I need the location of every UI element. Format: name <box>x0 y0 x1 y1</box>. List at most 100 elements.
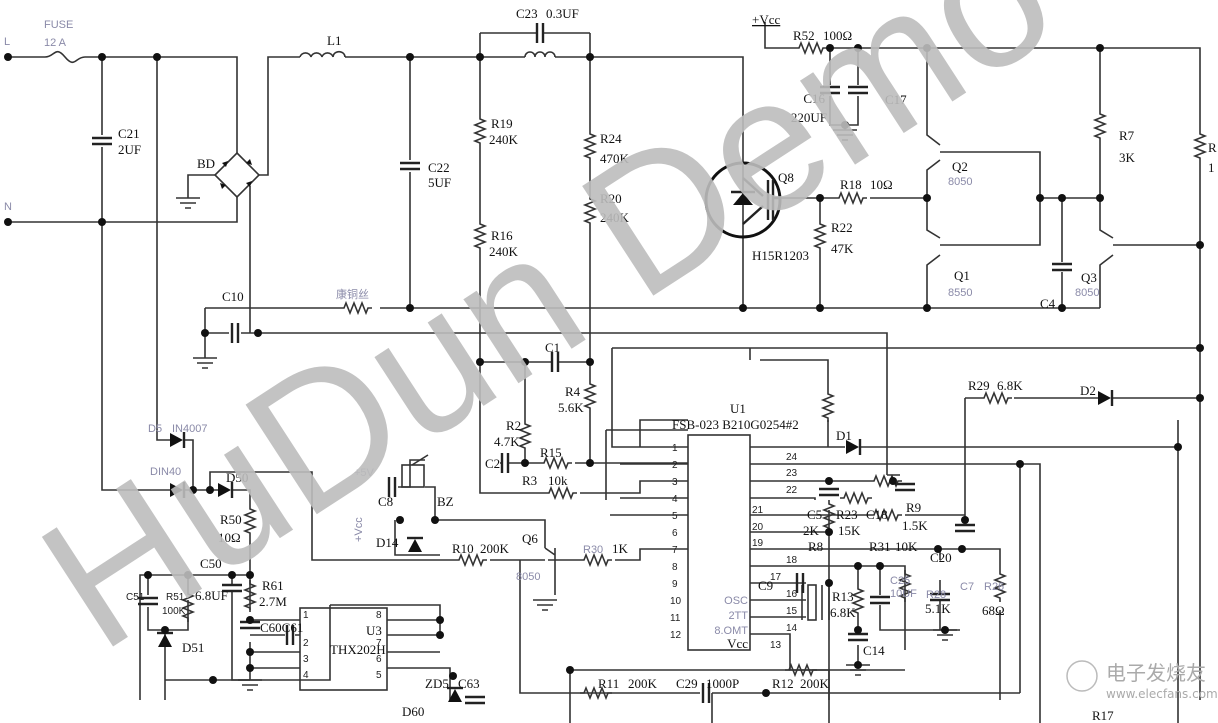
inductor-l1 <box>299 50 346 58</box>
r51-label: R51 <box>166 592 185 603</box>
bd-label: BD <box>197 156 215 171</box>
r18-value: 10Ω <box>870 177 893 192</box>
c60c61-label: C60C61 <box>260 620 303 635</box>
u1-pin: 7 <box>672 545 678 556</box>
r13-value: 6.8K <box>830 605 856 620</box>
igbt-q8 <box>704 161 782 239</box>
r3-value: 10k <box>548 473 568 488</box>
terminal-n: N <box>4 201 12 213</box>
r8-value: 2K <box>803 523 820 538</box>
u1-label: U1 <box>730 401 746 416</box>
u3-pin: 4 <box>303 670 309 681</box>
d60-label: D60 <box>402 704 424 719</box>
c1-label: C1 <box>545 340 560 355</box>
vcc-side-label: +Vcc <box>353 517 365 542</box>
u1-pin: 22 <box>786 485 798 496</box>
u3-pin: 5 <box>376 670 382 681</box>
u1-pin: 12 <box>670 630 682 641</box>
u1-value: FSB-023 B210G0254#2 <box>672 417 799 432</box>
d14-label: D14 <box>376 535 399 550</box>
d1-label: D1 <box>836 428 852 443</box>
c63-label: C63 <box>458 676 480 691</box>
u1-pin: 9 <box>672 579 678 590</box>
c29-value: 1000P <box>706 676 739 691</box>
r28-label: R28 <box>926 589 946 601</box>
d5-label: D5 <box>148 423 162 435</box>
c22-label: C22 <box>428 160 450 175</box>
c10-label: C10 <box>222 289 244 304</box>
u1-pin: 8 <box>672 562 678 573</box>
r52-label: R52 <box>793 28 815 43</box>
r12-label: R12 <box>772 676 794 691</box>
u1-inner-label: OSC <box>724 595 748 607</box>
u3-pin: 7 <box>376 638 382 649</box>
q2-label: Q2 <box>952 159 968 174</box>
r-edge-value: 1 <box>1208 160 1215 175</box>
r10-value: 200K <box>480 541 510 556</box>
r13-label: R13 <box>832 589 854 604</box>
r2-value: 4.7K <box>494 434 520 449</box>
r11-value: 200K <box>628 676 658 691</box>
r4-value: 5.6K <box>558 400 584 415</box>
r15-label: R15 <box>540 445 562 460</box>
vcc-5v-label: +5V <box>354 467 375 479</box>
fuse-value: 12 A <box>44 37 67 49</box>
r31-label: R31 <box>869 539 891 554</box>
u1-pin: 5 <box>672 511 678 522</box>
r50-label: R50 <box>220 512 242 527</box>
u3-pin: 1 <box>303 610 309 621</box>
r2-label: R2 <box>506 418 521 433</box>
r22-label: R22 <box>831 220 853 235</box>
buzzer-bz <box>401 454 429 488</box>
r26-value: 68Ω <box>982 603 1005 618</box>
c14-label: C14 <box>863 643 885 658</box>
u1-chip-body <box>687 434 751 651</box>
u3-pin: 2 <box>303 638 309 649</box>
q3-label: Q3 <box>1081 270 1097 285</box>
logo-url: www.elecfans.com <box>1106 687 1218 701</box>
d5-value: IN4007 <box>172 423 207 435</box>
elecfans-logo: 电子发烧友 www.elecfans.com <box>1066 660 1218 701</box>
q6-value: 8050 <box>516 571 540 583</box>
r12-value: 200K <box>800 676 830 691</box>
r61-value: 2.7M <box>259 594 287 609</box>
r28-value: 5.1K <box>925 601 951 616</box>
bz-label: BZ <box>437 494 454 509</box>
u1-pin: 13 <box>770 640 782 651</box>
u1-pin: 2 <box>672 460 678 471</box>
r30-label: R30 <box>583 544 603 556</box>
r23-value: 15K <box>838 523 861 538</box>
u1-pin: 11 <box>670 613 681 624</box>
u3-chip-body <box>299 607 388 691</box>
q2-value: 8050 <box>948 176 972 188</box>
terminal-l: L <box>4 36 10 48</box>
c7-label: C7 <box>960 581 974 593</box>
u1-pin: 4 <box>672 494 678 505</box>
u1-pin: 19 <box>752 538 764 549</box>
u1-pin: 21 <box>752 505 764 516</box>
u3-pin: 6 <box>376 654 382 665</box>
d51-label: D51 <box>182 640 204 655</box>
r18-label: R18 <box>840 177 862 192</box>
u3-value: THX202H <box>330 642 386 657</box>
q6-label: Q6 <box>522 531 538 546</box>
shunt-label: 康铜丝 <box>336 287 369 301</box>
u3-pin: 8 <box>376 610 382 621</box>
c17-label: C17 <box>885 92 907 107</box>
r31-value: 10K <box>895 539 918 554</box>
c4-label: C4 <box>1040 296 1056 311</box>
u1-pin: 3 <box>672 477 678 488</box>
c25-label: C25 <box>890 575 910 587</box>
u1-pin: 20 <box>752 522 764 533</box>
q8-value: H15R1203 <box>752 248 809 263</box>
u3-pin-numbers: 1 2 3 4 8 7 6 5 <box>303 610 382 681</box>
wires <box>8 22 1201 723</box>
c8-label: C8 <box>378 494 393 509</box>
r29-value: 6.8K <box>997 378 1023 393</box>
c20-label: C20 <box>930 550 952 565</box>
u1-pin: 18 <box>786 555 798 566</box>
c21-label: C21 <box>118 126 140 141</box>
c50-label: C50 <box>200 556 222 571</box>
